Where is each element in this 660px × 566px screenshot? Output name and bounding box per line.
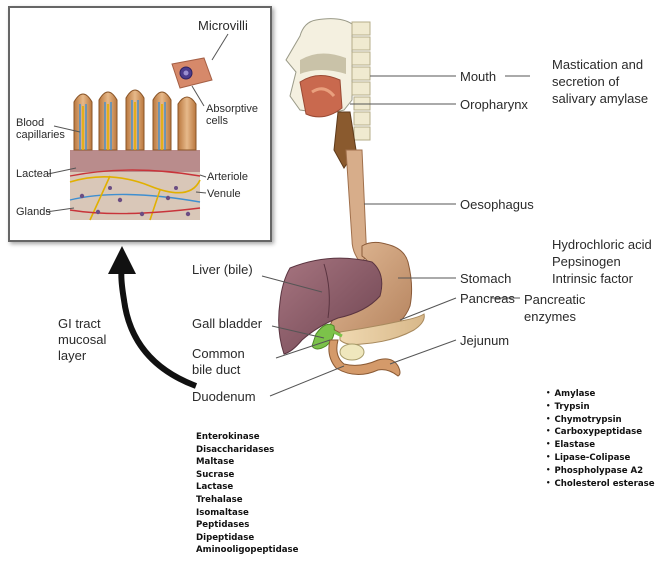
mouth-function-label: Mastication and secretion of salivary am… [552,56,648,107]
enzyme-item: Carboxypeptidase [546,426,655,439]
enzyme-item: Trehalase [196,494,299,507]
pancreatic-enzyme-list: Amylase Trypsin Chymotrypsin Carboxypept… [546,388,655,490]
blood-capillaries-label-line: Blood [16,117,65,129]
venule-label: Venule [207,188,241,200]
enzyme-item: Maltase [196,456,299,469]
gi-tract-label: GI tract mucosal layer [58,316,106,364]
enzyme-item: Trypsin [546,401,655,414]
microvilli-label: Microvilli [198,18,248,33]
enzyme-item: Lipase-Colipase [546,452,655,465]
enzyme-item: Aminooligopeptidase [196,544,299,557]
pancreas-label: Pancreas [460,291,515,306]
duodenum-jejunum [329,340,400,376]
pancreas-function-line: enzymes [524,308,585,325]
absorptive-cell-illustration [172,58,212,88]
absorptive-cells-label: Absorptive cells [206,103,258,127]
arteriole-label: Arteriole [207,171,248,183]
common-bile-duct-label: Common bile duct [192,346,245,378]
oropharynx-label: Oropharynx [460,97,528,112]
enzyme-item: Disaccharidases [196,444,299,457]
enzyme-item: Peptidases [196,519,299,532]
common-bile-duct-label-line: Common [192,346,245,362]
enzyme-item: Enterokinase [196,431,299,444]
organ-leader-lines [262,76,530,396]
enzyme-item: Isomaltase [196,507,299,520]
enzyme-item: Sucrase [196,469,299,482]
duodenum-label: Duodenum [192,389,256,404]
blood-capillaries-label: Blood capillaries [16,117,65,141]
stomach-function-line: Hydrochloric acid [552,236,652,253]
enzyme-item: Cholesterol esterase [546,478,655,491]
jejunum-label: Jejunum [460,333,509,348]
enzyme-item: Lactase [196,481,299,494]
villi-illustration [70,90,200,220]
brush-border-enzyme-list: Enterokinase Disaccharidases Maltase Suc… [196,431,299,557]
blood-capillaries-label-line: capillaries [16,129,65,141]
enzyme-item: Phospholypase A2 [546,465,655,478]
absorptive-cells-label-line: Absorptive [206,103,258,115]
head-illustration [286,19,370,168]
mouth-function-line: Mastication and [552,56,648,73]
stomach-function-label: Hydrochloric acid Pepsinogen Intrinsic f… [552,236,652,287]
lacteal-label: Lacteal [16,168,51,180]
gi-tract-label-line: mucosal [58,332,106,348]
glands-label: Glands [16,206,51,218]
gi-tract-label-line: layer [58,348,106,364]
enzyme-item: Elastase [546,439,655,452]
pancreas-function-label: Pancreatic enzymes [524,291,585,325]
gi-tract-label-line: GI tract [58,316,106,332]
stomach-function-line: Pepsinogen [552,253,652,270]
mouth-function-line: secretion of [552,73,648,90]
enzyme-item: Chymotrypsin [546,414,655,427]
mouth-function-line: salivary amylase [552,90,648,107]
liver-label: Liver (bile) [192,262,253,277]
gi-tract-arrow [108,246,196,386]
stomach-function-line: Intrinsic factor [552,270,652,287]
common-bile-duct-label-line: bile duct [192,362,245,378]
oesophagus-label: Oesophagus [460,197,534,212]
pancreas-function-line: Pancreatic [524,291,585,308]
enzyme-item: Amylase [546,388,655,401]
mouth-label: Mouth [460,69,496,84]
absorptive-cells-label-line: cells [206,115,258,127]
stomach-label: Stomach [460,271,511,286]
gall-bladder-label: Gall bladder [192,316,262,331]
enzyme-item: Dipeptidase [196,532,299,545]
